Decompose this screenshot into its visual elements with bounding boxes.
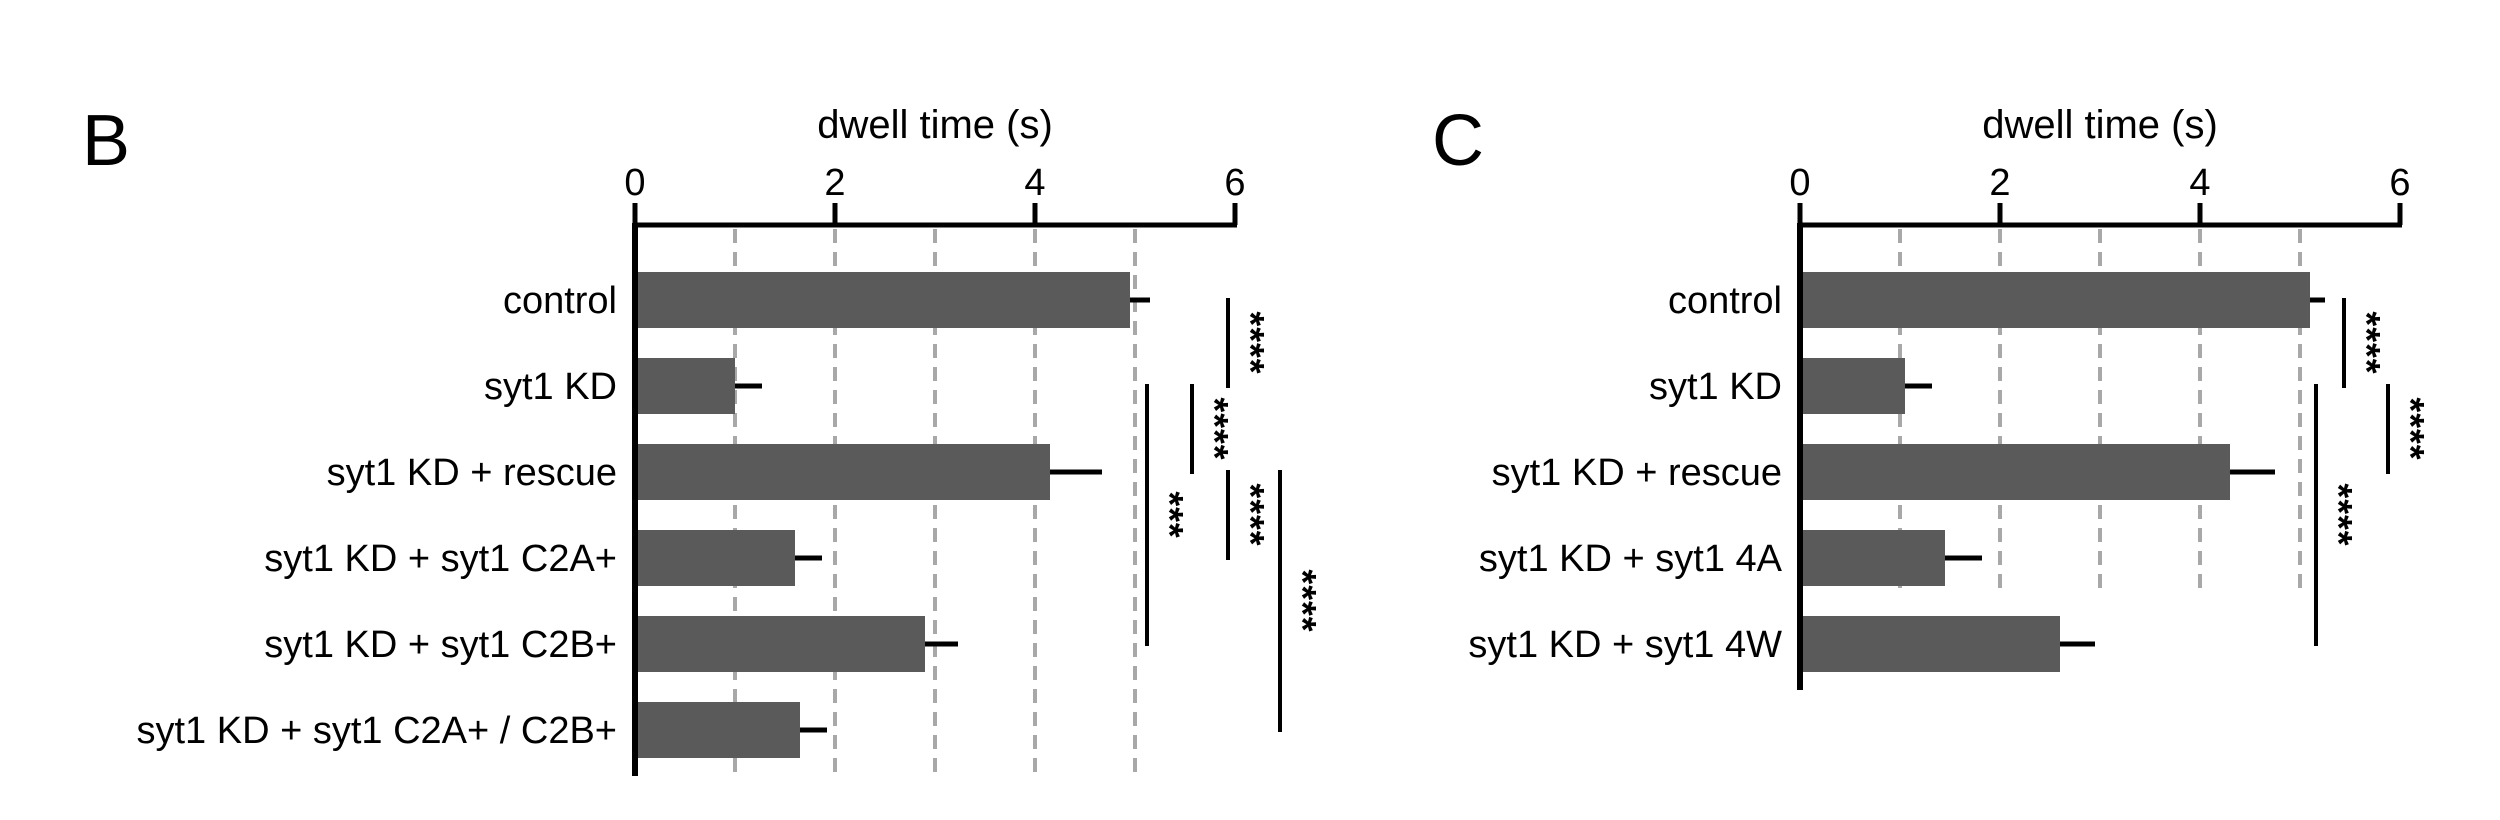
- x-tick-label: 4: [2189, 162, 2210, 204]
- x-tick-label: 4: [1024, 162, 1045, 204]
- category-label: syt1 KD + rescue: [327, 452, 617, 494]
- category-label: syt1 KD + syt1 4W: [1468, 624, 1782, 666]
- category-label: control: [503, 280, 617, 322]
- bar: [635, 702, 800, 758]
- bar: [1800, 272, 2310, 328]
- category-label: syt1 KD + syt1 4A: [1479, 538, 1783, 580]
- significance-label: ****: [2345, 311, 2387, 374]
- x-tick-label: 0: [1789, 162, 1810, 204]
- panel-letter: B: [82, 101, 130, 181]
- significance-label: ****: [2389, 397, 2431, 460]
- significance-label: ***: [1148, 491, 1190, 538]
- bar: [635, 616, 925, 672]
- significance-label: ****: [1229, 483, 1271, 546]
- significance-label: ****: [2317, 483, 2359, 546]
- category-label: syt1 KD + syt1 C2A+ / C2B+: [137, 710, 618, 752]
- category-label: control: [1668, 280, 1782, 322]
- category-label: syt1 KD + syt1 C2A+: [264, 538, 617, 580]
- category-label: syt1 KD + rescue: [1492, 452, 1782, 494]
- x-tick-label: 2: [1989, 162, 2010, 204]
- bar: [635, 358, 735, 414]
- bar: [1800, 616, 2060, 672]
- bar: [1800, 358, 1905, 414]
- x-tick-label: 6: [1224, 162, 1245, 204]
- category-label: syt1 KD: [1649, 366, 1782, 408]
- bar: [1800, 444, 2230, 500]
- x-axis-title: dwell time (s): [817, 103, 1053, 147]
- x-axis-title: dwell time (s): [1982, 103, 2218, 147]
- significance-label: ****: [1281, 569, 1323, 632]
- category-label: syt1 KD + syt1 C2B+: [264, 624, 617, 666]
- significance-label: ****: [1193, 397, 1235, 460]
- category-label: syt1 KD: [484, 366, 617, 408]
- panel-letter: C: [1432, 101, 1484, 181]
- x-tick-label: 0: [624, 162, 645, 204]
- bar: [635, 530, 795, 586]
- bar: [635, 444, 1050, 500]
- x-tick-label: 2: [824, 162, 845, 204]
- bar: [1800, 530, 1945, 586]
- significance-label: ****: [1229, 311, 1271, 374]
- bar: [635, 272, 1130, 328]
- x-tick-label: 6: [2389, 162, 2410, 204]
